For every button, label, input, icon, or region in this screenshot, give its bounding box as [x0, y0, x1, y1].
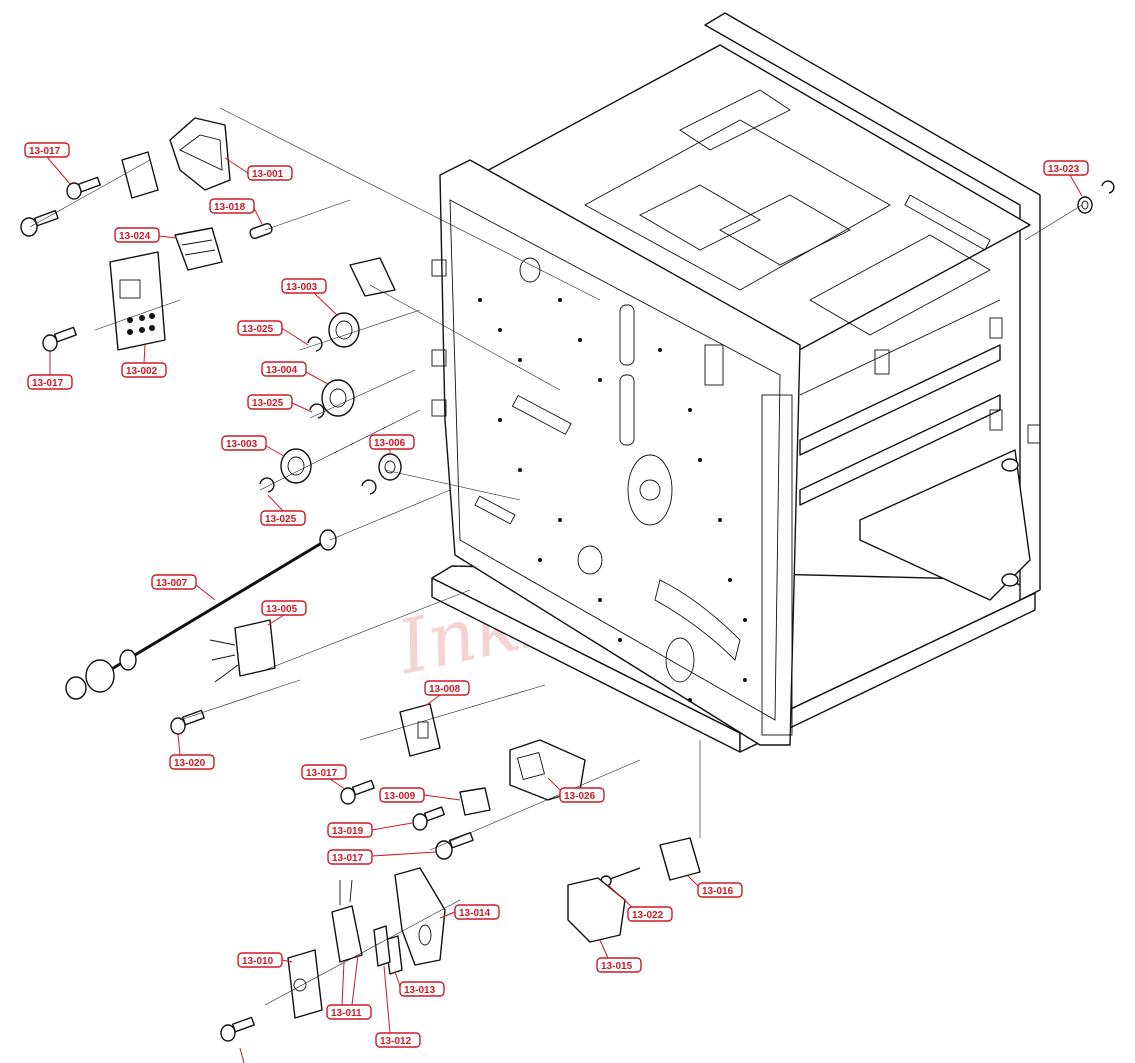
- part-13-009-sensor: [459, 787, 491, 816]
- svg-text:13-003: 13-003: [286, 282, 318, 293]
- svg-text:13-014: 13-014: [459, 908, 491, 919]
- svg-text:13-012: 13-012: [380, 1036, 412, 1047]
- callout-13-001: 13-001: [224, 157, 293, 181]
- callout-13-020: 13-020: [169, 733, 215, 770]
- part-13-015-block: [567, 877, 626, 943]
- svg-text:13-016: 13-016: [702, 886, 734, 897]
- part-sensor-holder: [349, 257, 396, 297]
- svg-text:13-026: 13-026: [564, 791, 596, 802]
- part-13-025-eclip-a: [307, 336, 323, 352]
- callout-labels: 13-017 13-001 13-018 13-024 13-017 13-00…: [24, 142, 1089, 1063]
- callout-13-005: 13-005: [261, 600, 307, 626]
- callout-13-004: 13-004: [261, 361, 329, 385]
- part-13-018-pin: [249, 222, 273, 240]
- part-13-002-board: [109, 251, 166, 351]
- part-13-017-screw-c: [340, 779, 375, 805]
- part-13-017-screw-b: [42, 326, 77, 352]
- callout-13-022: 13-022: [607, 884, 673, 922]
- callout-13-018: 13-018: [209, 198, 263, 225]
- svg-text:13-005: 13-005: [266, 604, 298, 615]
- svg-text:13-002: 13-002: [126, 366, 158, 377]
- svg-text:13-003: 13-003: [226, 439, 258, 450]
- callout-13-012: 13-012: [375, 965, 421, 1048]
- svg-text:13-004: 13-004: [266, 365, 298, 376]
- part-13-020-screw: [170, 709, 205, 735]
- callout-13-017: 13-017: [24, 142, 71, 185]
- svg-text:13-017: 13-017: [32, 378, 64, 389]
- svg-text:13-007: 13-007: [156, 578, 188, 589]
- callout-13-003: 13-003: [221, 435, 285, 457]
- callout-13-025: 13-025: [247, 394, 313, 413]
- part-13-003-gear-a: [328, 312, 360, 348]
- chassis-frame: [431, 12, 1041, 753]
- part-13-001-connector-bracket: [169, 117, 231, 191]
- svg-text:13-011: 13-011: [331, 1008, 362, 1019]
- svg-text:13-001: 13-001: [252, 169, 284, 180]
- callout-13-011: 13-011: [326, 954, 372, 1020]
- svg-text:13-023: 13-023: [1048, 164, 1080, 175]
- svg-text:13-017: 13-017: [332, 853, 364, 864]
- part-13-011-sensor: [331, 879, 363, 963]
- svg-text:13-019: 13-019: [332, 826, 364, 837]
- callout-13-025: 13-025: [260, 494, 306, 526]
- svg-text:13-025: 13-025: [265, 514, 297, 525]
- svg-text:13-010: 13-010: [242, 956, 274, 967]
- part-13-016-motor: [659, 837, 701, 881]
- part-13-019-screw: [412, 806, 445, 831]
- part-13-003-gear-b: [280, 448, 312, 484]
- part-13-025-eclip-c: [259, 477, 377, 495]
- part-13-005-connector: [209, 619, 276, 683]
- part-13-014-bracket: [394, 867, 446, 966]
- callout-13-019: 13-019: [327, 822, 413, 838]
- callout-13-024: 13-024: [114, 227, 177, 243]
- svg-text:13-013: 13-013: [404, 985, 436, 996]
- callout-13-014: 13-014: [439, 904, 500, 920]
- callout-13-025: 13-025: [237, 320, 309, 346]
- callout-13-009: 13-009: [379, 787, 461, 803]
- svg-text:13-006: 13-006: [374, 438, 406, 449]
- svg-text:13-015: 13-015: [601, 961, 633, 972]
- callout-13-017: 13-017: [27, 351, 73, 390]
- svg-text:13-024: 13-024: [119, 231, 151, 242]
- callout-13-006: 13-006: [369, 434, 415, 455]
- part-13-012-terminal: [373, 925, 391, 967]
- part-13-007-shaft: [65, 529, 337, 700]
- part-13-024-connector: [174, 227, 223, 271]
- callout-13-015: 13-015: [596, 939, 642, 973]
- svg-text:13-022: 13-022: [632, 910, 664, 921]
- callout-13-017: 13-017: [327, 849, 437, 865]
- svg-text:13-017: 13-017: [306, 768, 338, 779]
- callout-13-026: 13-026: [547, 777, 605, 803]
- callout-13-023: 13-023: [1043, 160, 1089, 197]
- callout-13-008: 13-008: [424, 680, 470, 707]
- callout-13-013: 13-013: [394, 971, 445, 997]
- svg-text:13-008: 13-008: [429, 684, 461, 695]
- callout-13-003: 13-003: [281, 278, 339, 317]
- callout-13-007: 13-007: [151, 574, 216, 601]
- svg-text:13-017: 13-017: [29, 146, 61, 157]
- callout-13-017: 13-017: [301, 764, 347, 790]
- svg-text:13-020: 13-020: [174, 758, 206, 769]
- part-13-010-plate: [287, 949, 323, 1019]
- part-13-022-screw: [600, 867, 641, 887]
- part-13-008-switch: [399, 703, 441, 757]
- part-screw-ghost-d: [435, 832, 474, 860]
- part-cover-plate: [121, 151, 159, 199]
- svg-text:13-009: 13-009: [384, 791, 416, 802]
- part-screw-bottom: [220, 1016, 255, 1042]
- callout-13-010: 13-010: [237, 952, 293, 968]
- callout-13-002: 13-002: [121, 344, 167, 378]
- svg-text:13-018: 13-018: [214, 202, 246, 213]
- assembly-guide-lines: [29, 107, 1083, 1006]
- part-13-017-screw-a: [66, 176, 101, 200]
- part-13-023-bushing: [1077, 180, 1115, 214]
- part-13-006-gear: [378, 453, 402, 481]
- callout-13-016: 13-016: [687, 875, 743, 898]
- svg-text:13-025: 13-025: [242, 324, 274, 335]
- svg-text:13-025: 13-025: [252, 398, 284, 409]
- part-13-025-eclip-b: [309, 403, 325, 419]
